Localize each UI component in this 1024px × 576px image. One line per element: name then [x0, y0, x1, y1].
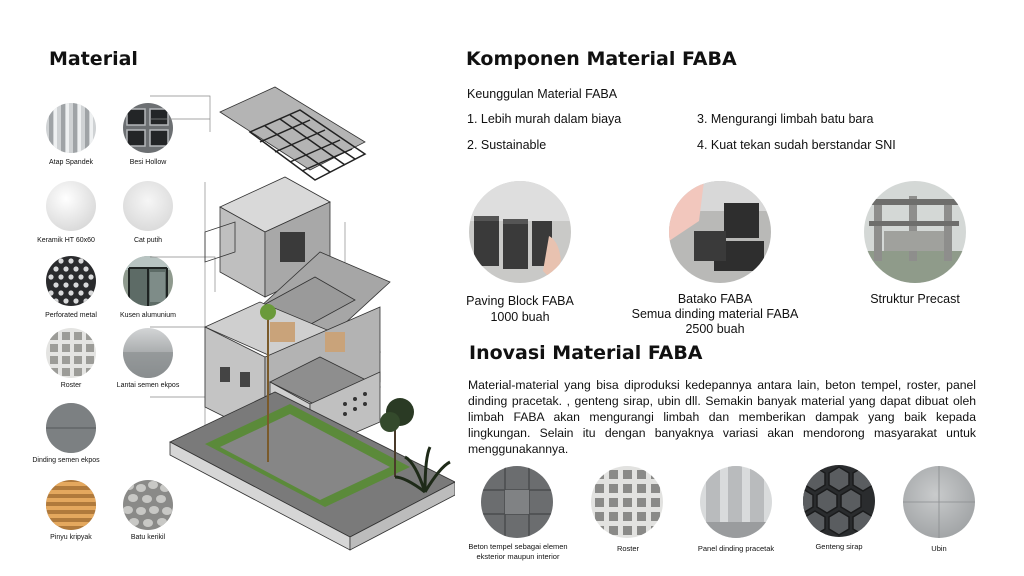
hollow-steel-icon [123, 103, 173, 153]
roster-block-icon [46, 328, 96, 378]
material-label: Keramik HT 60x60 [37, 237, 95, 244]
inovasi-title: Inovasi Material FABA [469, 342, 703, 364]
paving-block-icon [469, 181, 571, 283]
product-name: Paving Block FABA [466, 294, 574, 308]
material-label: Roster [60, 382, 82, 389]
komponen-title: Komponen Material FABA [466, 48, 737, 70]
product-detail: Semua dinding material FABA [631, 307, 799, 321]
concrete-panel-icon [481, 466, 553, 538]
inovasi-label: Genteng sirap [815, 542, 863, 551]
cement-wall-icon [46, 403, 96, 453]
inovasi-paragraph: Material-material yang bisa diproduksi k… [468, 378, 976, 456]
gravel-icon [123, 480, 173, 530]
perforated-metal-icon [46, 256, 96, 306]
advantages-subtitle: Keunggulan Material FABA [467, 87, 618, 101]
corrugated-roof-icon [46, 103, 96, 153]
exploded-house-illustration [150, 86, 455, 551]
material-label: Perforated metal [45, 312, 97, 319]
product-detail: 1000 buah [490, 310, 550, 324]
roster-wall-icon [591, 466, 663, 538]
precast-panel-icon [700, 466, 772, 538]
material-label: Kusen alumunium [119, 312, 177, 319]
inovasi-label: Beton tempel sebagai elemen eksterior ma… [468, 542, 568, 561]
material-title: Material [49, 48, 138, 70]
advantage-item: 1. Lebih murah dalam biaya [467, 112, 622, 126]
inovasi-label: Roster [616, 544, 640, 553]
shingle-roof-icon [803, 465, 875, 537]
product-quantity: 2500 buah [685, 322, 745, 336]
material-label: Batu kerikil [130, 534, 166, 541]
material-label: Dinding semen ekpos [32, 457, 100, 464]
material-label: Pinyu kripyak [50, 534, 92, 541]
ceramic-tile-icon [46, 181, 96, 231]
precast-structure-icon [864, 181, 966, 283]
advantage-item: 3. Mengurangi limbah batu bara [697, 112, 874, 126]
louver-door-icon [46, 480, 96, 530]
white-paint-icon [123, 181, 173, 231]
batako-icon [669, 181, 771, 283]
material-label: Atap Spandek [49, 159, 93, 166]
aluminium-frame-icon [123, 256, 173, 306]
material-label: Lantai semen ekpos [116, 382, 180, 389]
product-name: Struktur Precast [870, 292, 960, 306]
advantage-item: 2. Sustainable [467, 138, 547, 152]
material-label: Besi Hollow [129, 159, 167, 166]
material-label: Cat putih [133, 237, 163, 244]
inovasi-label: Panel dinding pracetak [697, 544, 775, 553]
product-name: Batako FABA [677, 292, 753, 306]
floor-tile-icon [903, 466, 975, 538]
advantage-item: 4. Kuat tekan sudah berstandar SNI [697, 138, 896, 152]
inovasi-label: Ubin [931, 544, 947, 553]
